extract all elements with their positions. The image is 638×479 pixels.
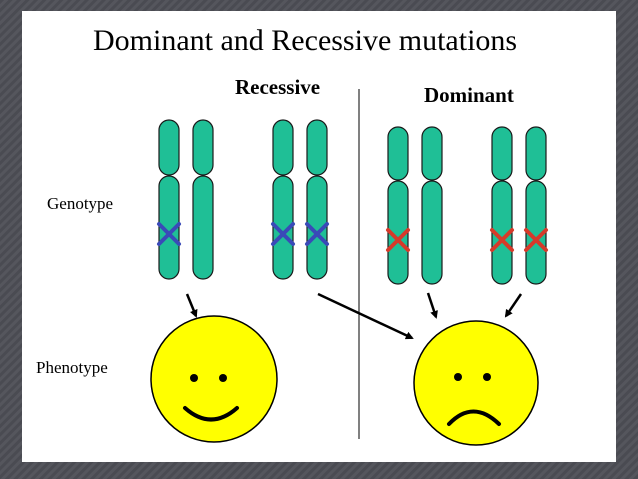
diagram-canvas [150, 89, 548, 446]
recessive-mutation-mark [271, 222, 295, 246]
chromosome-pair-4 [491, 126, 547, 285]
arrow-pair3-to-sad [426, 292, 438, 319]
chromosome-pair-2 [272, 119, 328, 280]
arrow-pair4-to-sad [504, 293, 523, 318]
happy-face-eye [219, 374, 227, 382]
sad-face-eye [483, 373, 491, 381]
sad-face-eye [454, 373, 462, 381]
happy-face [150, 315, 278, 443]
chromosome-pair-3 [387, 126, 443, 285]
dominant-mutation-mark [386, 228, 410, 252]
sad-face [413, 320, 539, 446]
dominant-mutation-mark [490, 228, 514, 252]
slide: Dominant and Recessive mutations Recessi… [22, 11, 616, 462]
recessive-header: Recessive [235, 75, 321, 99]
happy-face-eye [190, 374, 198, 382]
sad-face-frown [447, 409, 501, 426]
chromosome-pair-1 [158, 119, 214, 280]
arrow-pair1-to-happy [185, 293, 198, 318]
genotype-label: Genotype [47, 194, 114, 213]
arrow-pair2-to-sad [317, 292, 414, 340]
dominant-header: Dominant [424, 83, 514, 107]
recessive-mutation-mark [157, 222, 181, 246]
dominant-mutation-mark [524, 228, 548, 252]
slide-title: Dominant and Recessive mutations [93, 24, 518, 57]
happy-face-smile [183, 406, 239, 422]
recessive-mutation-mark [305, 222, 329, 246]
phenotype-label: Phenotype [36, 358, 108, 377]
